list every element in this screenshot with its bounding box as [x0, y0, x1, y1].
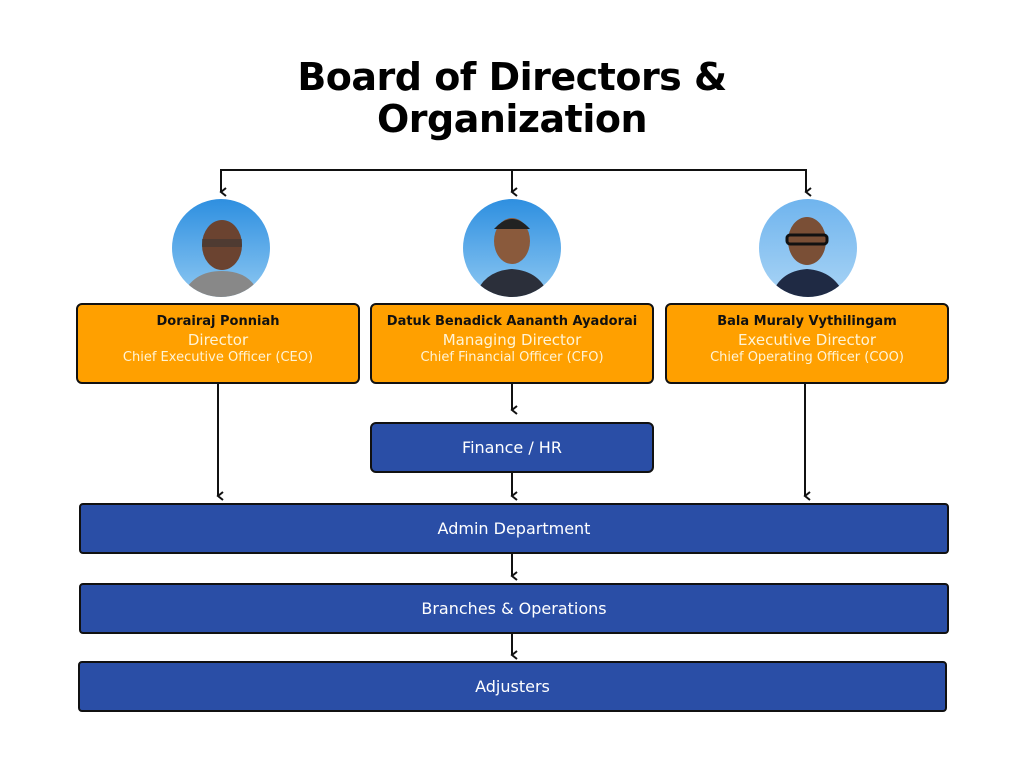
branches-operations-box: Branches & Operations	[79, 583, 949, 634]
director-title: Chief Executive Officer (CEO)	[122, 350, 314, 365]
director-box-ceo: Dorairaj Ponniah Director Chief Executiv…	[76, 303, 360, 384]
director-name: Bala Muraly Vythilingam	[717, 314, 897, 329]
director-name: Dorairaj Ponniah	[156, 314, 280, 329]
top-connector	[220, 169, 812, 197]
avatar-cfo	[463, 199, 561, 297]
director-box-coo: Bala Muraly Vythilingam Executive Direct…	[665, 303, 949, 384]
director-title: Chief Financial Officer (CFO)	[420, 350, 604, 365]
avatar-ceo	[172, 199, 270, 297]
director-role: Managing Director	[442, 331, 582, 349]
adjusters-box: Adjusters	[78, 661, 947, 712]
director-role: Executive Director	[737, 331, 877, 349]
director-box-cfo: Datuk Benadick Aananth Ayadorai Managing…	[370, 303, 654, 384]
admin-department-box: Admin Department	[79, 503, 949, 554]
finance-hr-box: Finance / HR	[370, 422, 654, 473]
avatar-coo	[759, 199, 857, 297]
director-role: Director	[187, 331, 249, 349]
director-name: Datuk Benadick Aananth Ayadorai	[386, 314, 638, 329]
director-title: Chief Operating Officer (COO)	[710, 350, 904, 365]
page-title: Board of Directors &Organization	[297, 55, 727, 141]
